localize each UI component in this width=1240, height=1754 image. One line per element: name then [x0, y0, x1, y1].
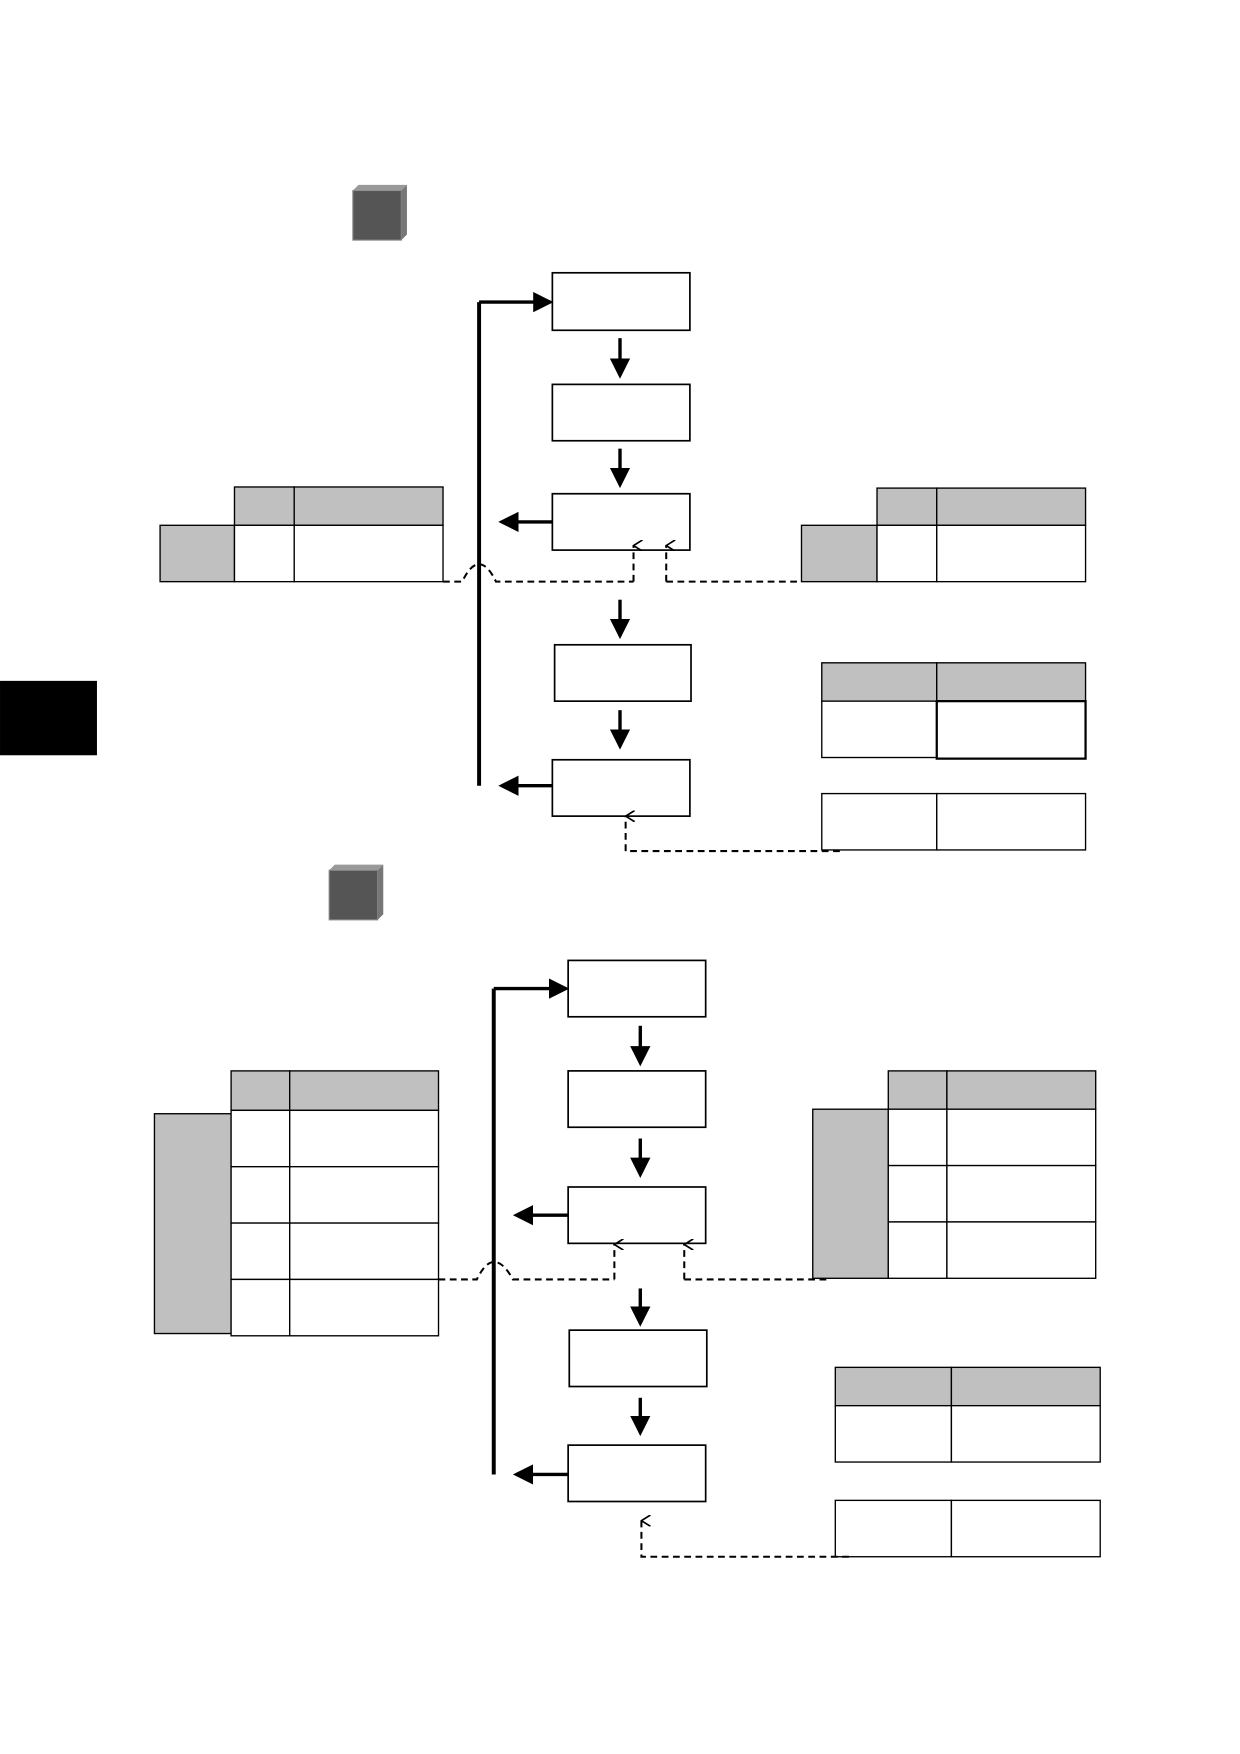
- section-1: [159, 184, 1087, 853]
- step-box-4: [568, 1329, 708, 1388]
- section-1-cube-icon: [352, 184, 407, 241]
- right-table-3: [834, 1499, 1101, 1558]
- section-2: [153, 864, 1101, 1558]
- dashed-connector: [438, 1261, 615, 1281]
- dashed-up-arrow: [641, 1521, 849, 1558]
- right-table-3: [821, 792, 1087, 851]
- right-table-2: [834, 1366, 1101, 1463]
- step-box-1: [567, 959, 707, 1018]
- section-2-cube-icon: [328, 864, 384, 921]
- step-box-5: [567, 1444, 707, 1503]
- right-table: [812, 1070, 1097, 1279]
- step-box-5: [551, 758, 691, 817]
- step-box-2: [567, 1070, 707, 1129]
- right-table: [800, 487, 1087, 583]
- step-box-3: [567, 1186, 707, 1245]
- step-box-3: [551, 492, 691, 551]
- dashed-connector: [443, 563, 634, 583]
- step-box-2: [551, 383, 691, 442]
- left-table: [153, 1070, 440, 1337]
- dashed-up-arrow: [626, 816, 840, 853]
- step-box-1: [551, 271, 691, 332]
- left-table: [159, 486, 444, 583]
- right-table-2: [821, 662, 1087, 760]
- step-box-4: [553, 643, 692, 702]
- side-chapter-tab: [0, 680, 97, 756]
